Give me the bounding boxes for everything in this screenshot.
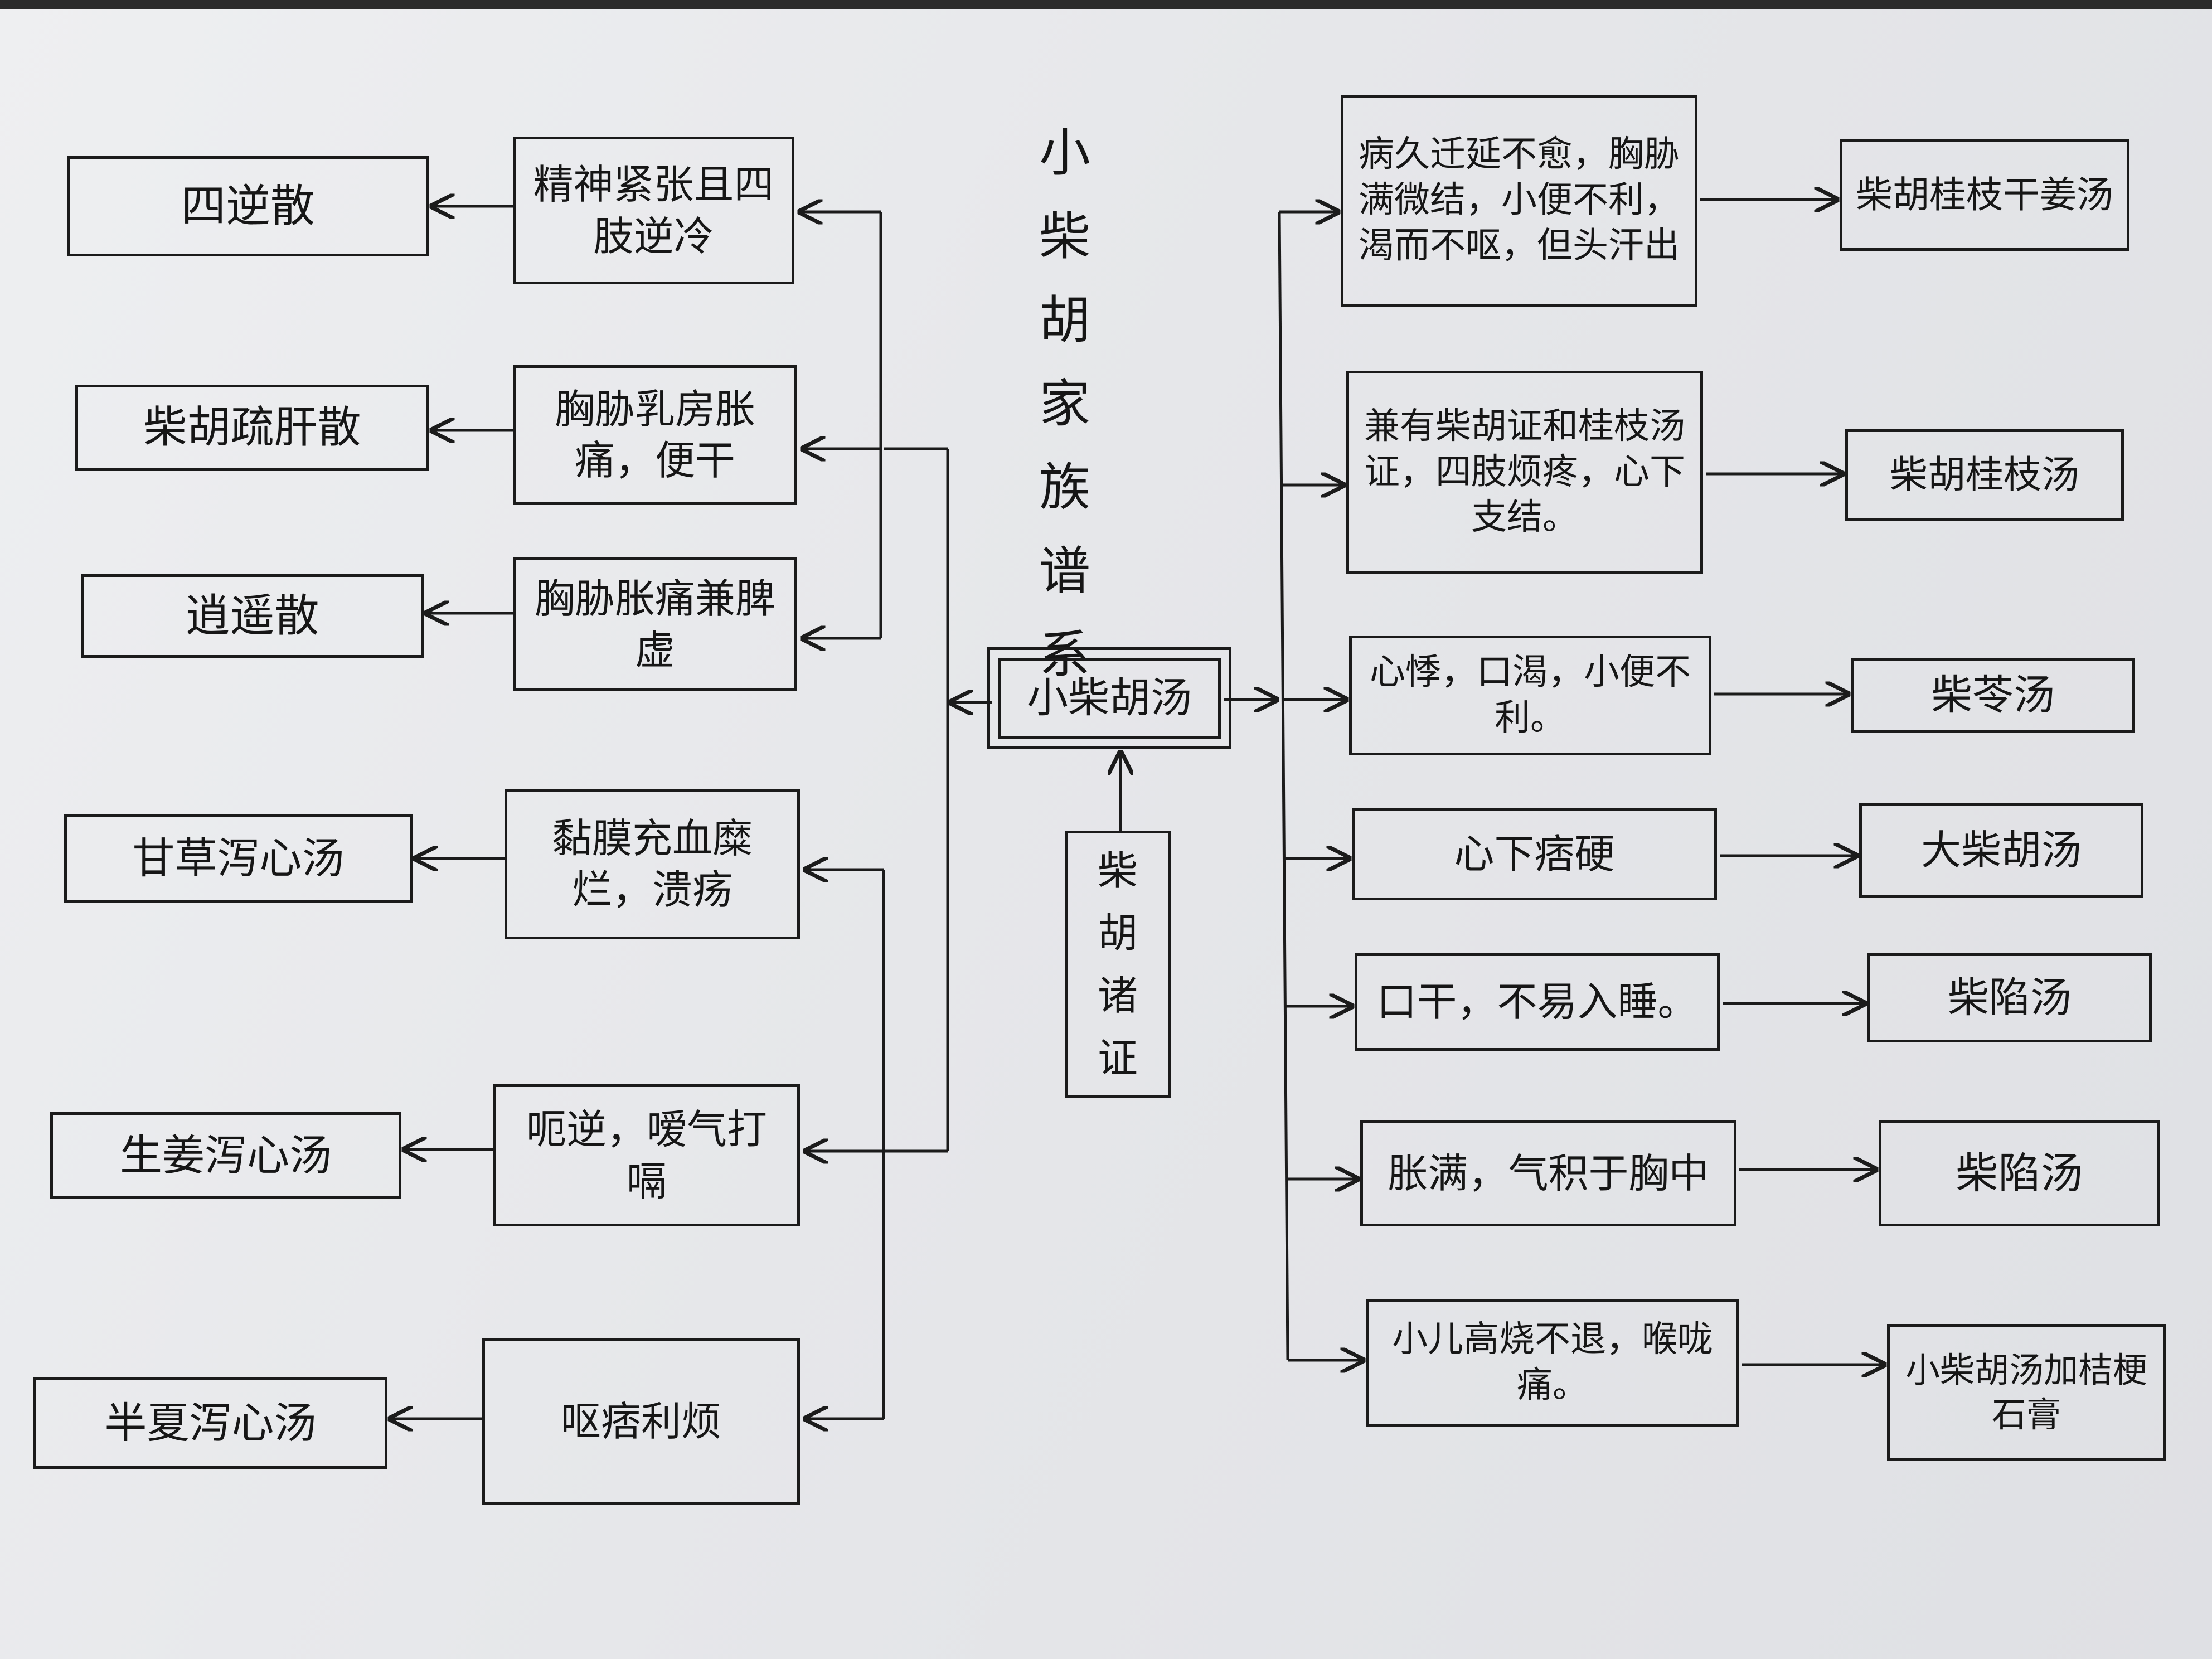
paper-top-edge	[0, 0, 2212, 9]
diagram-title: 小 柴 胡 家 族 谱 系	[1039, 123, 1090, 685]
right-formula-1: 柴胡桂枝干姜汤	[1840, 139, 2129, 251]
right-condition-5: 口干，不易入睡。	[1355, 953, 1720, 1051]
right-formula-3: 柴苓汤	[1851, 658, 2135, 733]
left-formula-4: 甘草泻心汤	[64, 814, 413, 903]
left-condition-6: 呕痞利烦	[482, 1338, 800, 1505]
left-formula-3: 逍遥散	[81, 574, 424, 658]
right-formula-4: 大柴胡汤	[1859, 803, 2143, 898]
left-condition-2: 胸胁乳房胀痛，便干	[513, 365, 797, 505]
left-formula-5: 生姜泻心汤	[50, 1112, 401, 1199]
center-note: 柴 胡 诸 证	[1097, 847, 1138, 1081]
left-condition-4: 黏膜充血糜烂，溃疡	[505, 789, 800, 939]
center-formula: 小柴胡汤	[1027, 674, 1192, 722]
right-condition-6: 胀满，气积于胸中	[1360, 1120, 1736, 1226]
right-formula-2: 柴胡桂枝汤	[1845, 429, 2124, 521]
right-condition-3: 心悸，口渴，小便不利。	[1349, 636, 1711, 755]
right-formula-6: 柴陷汤	[1879, 1120, 2160, 1226]
left-formula-6: 半夏泻心汤	[33, 1377, 387, 1469]
center-formula-box: 小柴胡汤	[987, 647, 1231, 749]
center-note-box: 柴 胡 诸 证	[1065, 831, 1171, 1098]
right-formula-5: 柴陷汤	[1867, 953, 2152, 1042]
right-main-trunk	[1278, 211, 1289, 1361]
right-condition-1: 病久迁延不愈，胸胁满微结，小便不利，渴而不呕，但头汗出	[1341, 95, 1697, 307]
right-condition-2: 兼有柴胡证和桂枝汤证，四肢烦疼，心下支结。	[1346, 371, 1703, 574]
left-condition-1: 精神紧张且四肢逆冷	[513, 137, 794, 284]
left-formula-1: 四逆散	[67, 156, 429, 256]
right-condition-7: 小儿高烧不退，喉咙痛。	[1366, 1299, 1739, 1427]
left-formula-2: 柴胡疏肝散	[75, 385, 429, 471]
left-condition-3: 胸胁胀痛兼脾虚	[513, 557, 797, 691]
right-formula-7: 小柴胡汤加桔梗石膏	[1887, 1324, 2166, 1461]
left-condition-5: 呃逆，嗳气打嗝	[493, 1084, 800, 1226]
right-condition-4: 心下痞硬	[1352, 808, 1717, 900]
